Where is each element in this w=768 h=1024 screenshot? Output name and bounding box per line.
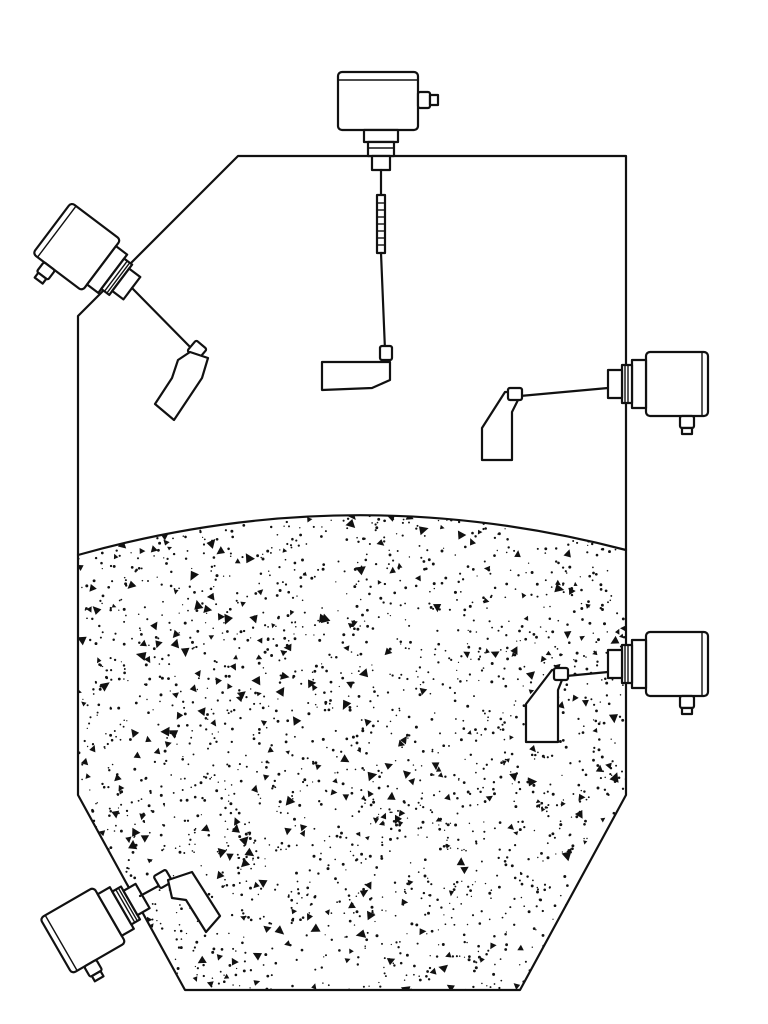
side-switch-upper [480,350,710,462]
top-mounted-switch [320,70,440,392]
paddle-blade [480,390,524,462]
paddle-blade [153,350,210,422]
silo-outline [76,154,628,992]
side-switch-lower [524,630,710,744]
rotary-paddle-switch-icon [606,630,710,716]
rotary-paddle-switch-icon [38,867,169,991]
angled-lower-switch [38,867,222,991]
material-surface [76,514,628,557]
flexible-coupling [377,202,385,246]
angled-upper-switch [20,201,210,422]
rotary-paddle-switch-icon [606,350,710,436]
paddle-blade [320,360,392,392]
rotary-paddle-switch-icon [336,70,440,172]
rotary-paddle-switch-icon [20,201,153,330]
paddle-blade [166,870,222,934]
